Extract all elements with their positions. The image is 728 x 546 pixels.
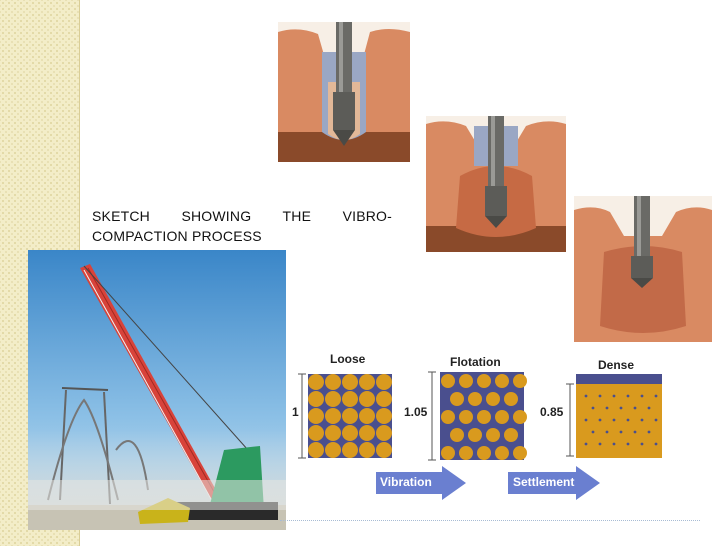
packing-diagram bbox=[298, 371, 574, 461]
vibration-arrow-label: Vibration bbox=[380, 475, 432, 489]
settlement-arrow bbox=[508, 466, 600, 500]
sketch-caption: SKETCH SHOWING THE VIBRO-COMPACTION PROC… bbox=[92, 208, 392, 244]
loose-grid bbox=[308, 374, 392, 458]
sketch-stage-3 bbox=[574, 196, 712, 342]
sketch-stage-1 bbox=[278, 22, 410, 162]
sketch-stage-2 bbox=[426, 116, 566, 252]
ratio-label-dense: 0.85 bbox=[540, 405, 564, 419]
dense-packing bbox=[576, 374, 662, 458]
state-label-dense: Dense bbox=[598, 358, 635, 372]
ratio-label-loose: 1 bbox=[292, 405, 299, 419]
flotation-grid bbox=[440, 372, 527, 460]
state-label-loose: Loose bbox=[330, 352, 366, 366]
state-label-flotation: Flotation bbox=[450, 355, 501, 369]
crane-photo bbox=[28, 250, 286, 530]
footer-divider bbox=[280, 520, 700, 521]
vibration-arrow bbox=[376, 466, 466, 500]
ratio-label-flotation: 1.05 bbox=[404, 405, 428, 419]
settlement-arrow-label: Settlement bbox=[513, 475, 575, 489]
